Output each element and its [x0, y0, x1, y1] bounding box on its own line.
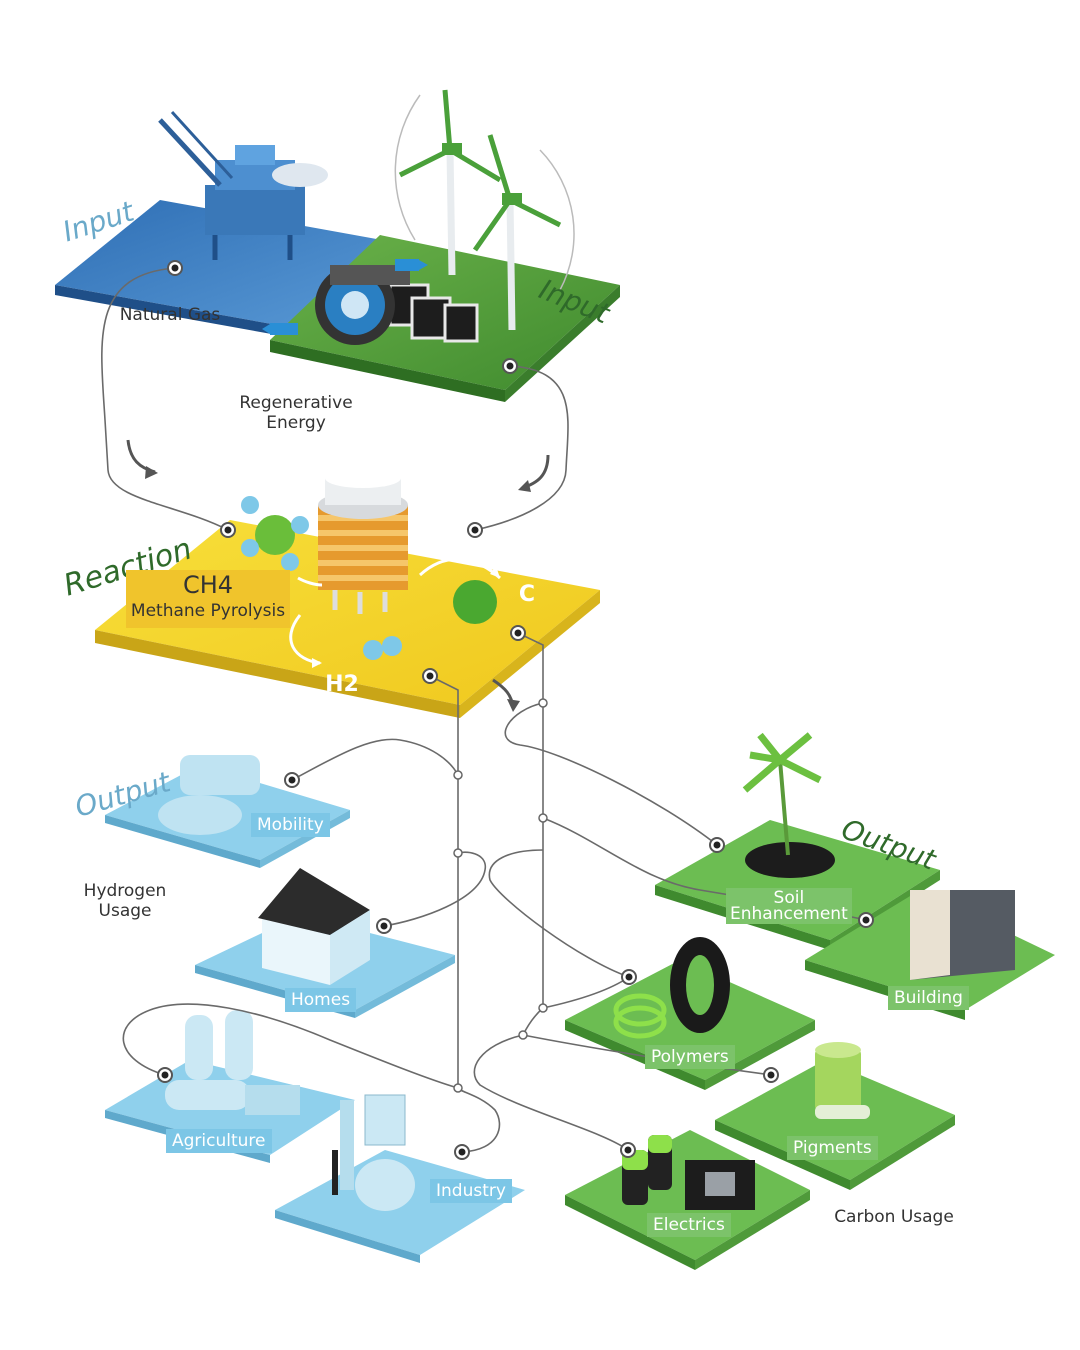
soil-enhancement-tag: Soil Enhancement [726, 888, 852, 924]
connector-nodes [157, 260, 874, 1160]
ch4-label: CH4 [182, 571, 234, 599]
electrics-tag: Electrics [647, 1213, 731, 1237]
soil-enhancement-line-1: Soil [773, 888, 805, 908]
polymers-tag: Polymers [645, 1045, 735, 1069]
pigments-tile [715, 1042, 955, 1190]
regenerative-energy-line-1: Regenerative [239, 393, 353, 413]
methane-pyrolysis-label: Methane Pyrolysis [130, 601, 286, 621]
reaction-tile [95, 520, 600, 718]
hydrogen-usage-line-2: Usage [98, 901, 152, 921]
connector-lines [101, 267, 867, 1153]
hydrogen-usage-line-1: Hydrogen [83, 881, 167, 901]
industry-tag: Industry [430, 1179, 512, 1203]
industry-tile [275, 1094, 525, 1263]
hydrogen-molecule-icon [363, 636, 402, 660]
wind-turbine-icon [394, 89, 575, 331]
ch4-label-box [126, 570, 290, 628]
building-tag: Building [888, 986, 969, 1010]
hydrogen-usage-label: Hydrogen Usage [70, 881, 180, 921]
methane-molecule-icon [241, 496, 309, 571]
carbon-usage-label: Carbon Usage [834, 1207, 954, 1227]
natural-gas-label: Natural Gas [119, 305, 221, 325]
agriculture-tag: Agriculture [166, 1129, 272, 1153]
regenerative-energy-label: Regenerative Energy [226, 393, 366, 433]
pyrolysis-reactor-icon [318, 468, 408, 614]
hydrogen-label: H2 [325, 672, 359, 697]
pigments-tag: Pigments [787, 1136, 878, 1160]
turbine-pump-icon [262, 259, 428, 345]
homes-tag: Homes [285, 988, 357, 1012]
carbon-label: C [518, 582, 536, 607]
regenerative-energy-line-2: Energy [266, 413, 326, 433]
carbon-sphere-icon [453, 580, 497, 624]
oil-platform-icon [158, 110, 328, 260]
reaction-flow-arrows [289, 557, 502, 668]
flow-arrows [126, 439, 550, 712]
mobility-tag: Mobility [251, 813, 330, 837]
electrics-tile [565, 1130, 810, 1270]
soil-enhancement-line-2: Enhancement [730, 904, 848, 924]
